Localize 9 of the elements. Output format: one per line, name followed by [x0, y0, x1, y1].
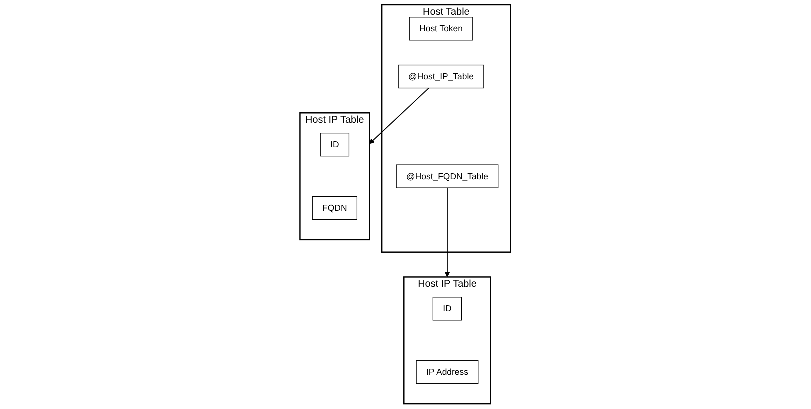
node-box: @Host_IP_Table: [398, 64, 484, 89]
node-box: @Host_FQDN_Table: [396, 164, 499, 188]
node-box: Host Token: [409, 17, 474, 41]
arrow: [444, 188, 450, 278]
node-box: ID: [320, 133, 350, 157]
node-box: IP Address: [416, 360, 479, 384]
node-box: FQDN: [312, 196, 358, 220]
node-box: ID: [432, 297, 462, 321]
arrow: [369, 88, 430, 144]
